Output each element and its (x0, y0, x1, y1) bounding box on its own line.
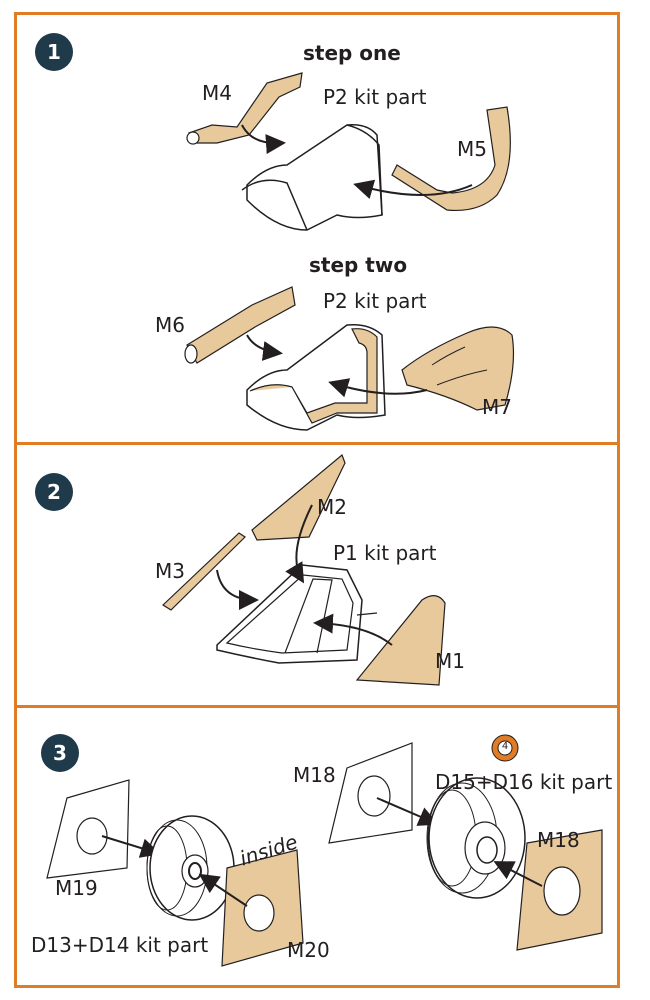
part-label-m7: M7 (482, 395, 512, 419)
step-one-title: step one (303, 41, 401, 65)
part-label-m20: M20 (287, 938, 330, 962)
paint-icon-label: 4 (501, 741, 509, 752)
step-2-illustration (162, 453, 446, 686)
part-label-m6: M6 (155, 313, 185, 337)
kit-part-label: P1 kit part (333, 541, 437, 565)
step-1-illustration (184, 72, 515, 431)
step-two-title: step two (309, 253, 408, 277)
part-label-m1: M1 (435, 649, 465, 673)
kit-part-label: P2 kit part (323, 289, 427, 313)
step-number-badge: 1 (35, 33, 73, 71)
part-label-m3: M3 (155, 559, 185, 583)
kit-part-label: P2 kit part (323, 85, 427, 109)
step-3-illustration (46, 734, 603, 967)
part-label-m4: M4 (202, 81, 232, 105)
step-number-badge: 2 (35, 473, 73, 511)
part-label-m18: M18 (537, 828, 580, 852)
part-label-m19: M19 (55, 876, 98, 900)
part-label-m18: M18 (293, 763, 336, 787)
part-label-m5: M5 (457, 137, 487, 161)
step-2-panel: 2 M2 P1 kit part M3 M1 (14, 442, 620, 708)
part-label-m2: M2 (317, 495, 347, 519)
step-number-badge: 3 (41, 734, 79, 772)
step-3-panel: 3 M (14, 705, 620, 988)
kit-part-label: D13+D14 kit part (31, 933, 209, 957)
step-1-panel: 1 step one P2 kit part M4 M5 step t (14, 12, 620, 445)
kit-part-label: D15+D16 kit part (435, 770, 613, 794)
